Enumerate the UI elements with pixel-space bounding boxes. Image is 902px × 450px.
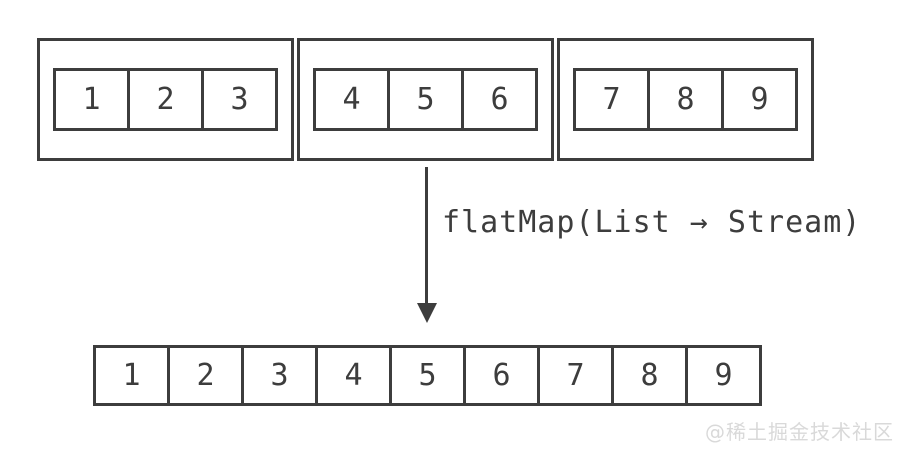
list-cell: 1 (53, 68, 130, 131)
stream-cell: 8 (611, 345, 688, 406)
stream-cell: 9 (685, 345, 762, 406)
stream-cell: 3 (241, 345, 318, 406)
source-lists-row: 1 2 3 4 5 6 7 8 9 (37, 38, 814, 161)
source-list-box-2: 4 5 6 (297, 38, 554, 161)
stream-cell: 2 (167, 345, 244, 406)
source-list-2-cells: 4 5 6 (313, 68, 538, 131)
watermark: @稀土掘金技术社区 (705, 420, 894, 444)
down-arrow-line (425, 167, 428, 305)
list-cell: 3 (201, 68, 278, 131)
list-cell: 4 (313, 68, 390, 131)
operation-label: flatMap(List → Stream) (442, 205, 862, 240)
stream-cell: 4 (315, 345, 392, 406)
source-list-1-cells: 1 2 3 (53, 68, 278, 131)
stream-cell: 6 (463, 345, 540, 406)
result-stream-row: 1 2 3 4 5 6 7 8 9 (93, 345, 762, 406)
source-list-box-1: 1 2 3 (37, 38, 294, 161)
list-cell: 8 (647, 68, 724, 131)
source-list-box-3: 7 8 9 (557, 38, 814, 161)
list-cell: 7 (573, 68, 650, 131)
list-cell: 6 (461, 68, 538, 131)
stream-cell: 7 (537, 345, 614, 406)
list-cell: 9 (721, 68, 798, 131)
down-arrow-head-icon (417, 303, 437, 323)
stream-cell: 5 (389, 345, 466, 406)
list-cell: 2 (127, 68, 204, 131)
source-list-3-cells: 7 8 9 (573, 68, 798, 131)
list-cell: 5 (387, 68, 464, 131)
stream-cell: 1 (93, 345, 170, 406)
